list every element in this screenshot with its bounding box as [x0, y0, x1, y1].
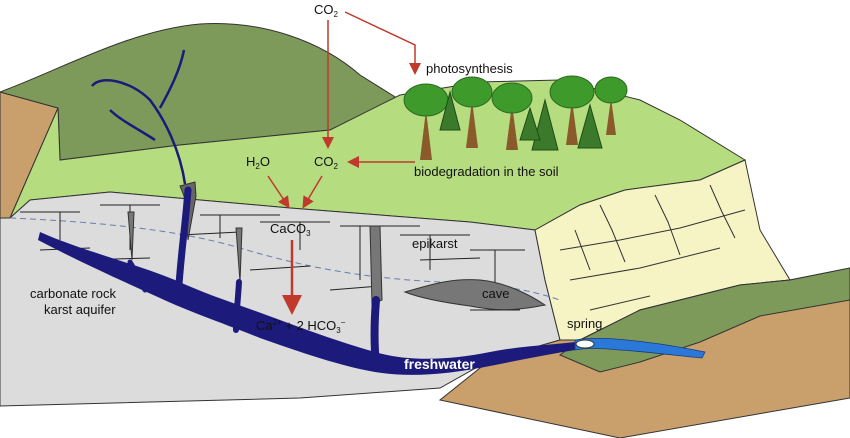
label-cave: cave: [482, 286, 509, 301]
label-ions: Ca2+ + 2 HCO3−: [256, 318, 346, 335]
label-co2-mid: CO2: [314, 154, 339, 171]
label-caco3: CaCO3: [270, 221, 311, 238]
forest: [403, 75, 628, 160]
tree: [549, 75, 595, 145]
label-epikarst: epikarst: [412, 236, 458, 251]
freshwater-conduit: [38, 232, 575, 375]
surface-river: [90, 49, 187, 185]
label-freshwater: freshwater: [404, 356, 475, 372]
arrow-h2o: [267, 175, 290, 209]
tree: [451, 76, 493, 148]
arrow-co2-photosynthesis: [344, 11, 421, 75]
cliff-joints: [559, 184, 746, 311]
process-arrows: [267, 11, 421, 315]
cave: [403, 279, 547, 311]
void-left: [127, 211, 135, 261]
stream: [574, 337, 706, 359]
label-biodegradation: biodegradation in the soil: [414, 164, 559, 179]
void-mid: [235, 227, 243, 283]
label-co2-top: CO2: [314, 2, 339, 19]
label-spring: spring: [567, 316, 602, 331]
label-photosynthesis: photosynthesis: [426, 61, 513, 76]
label-h2o: H2O: [246, 154, 270, 171]
tree: [594, 76, 628, 135]
void-right: [369, 225, 383, 306]
tree: [491, 82, 533, 150]
spring-outlet: [575, 339, 595, 349]
arrow-co2-caco3: [302, 175, 323, 209]
label-aquifer-line1: carbonate rock: [30, 286, 116, 301]
conifer: [439, 90, 603, 151]
hill: [0, 23, 402, 161]
label-aquifer-line2: karst aquifer: [44, 302, 116, 317]
conduit-branches: [127, 186, 380, 369]
